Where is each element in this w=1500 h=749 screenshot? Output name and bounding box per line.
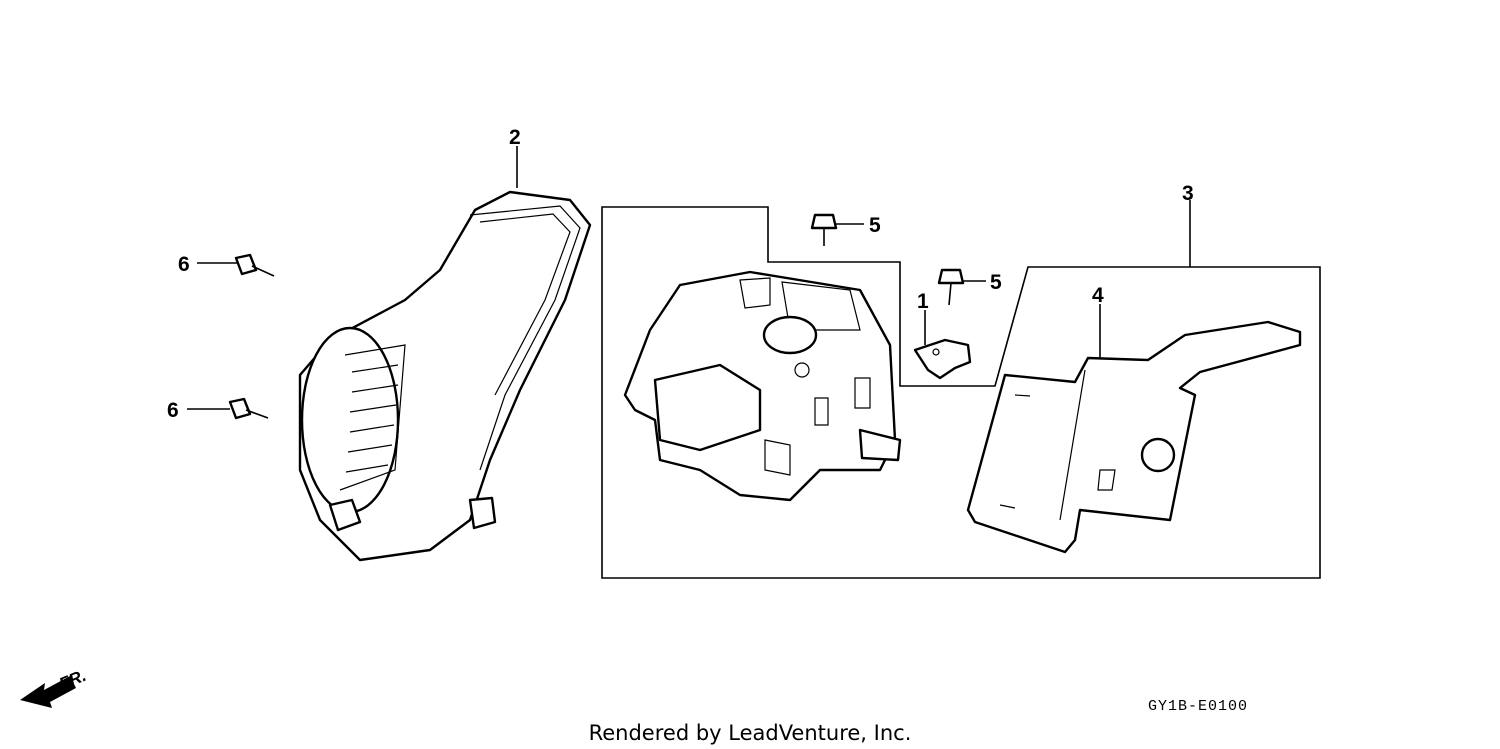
- callout-6b: 6: [167, 399, 179, 422]
- diagram-code: GY1B-E0100: [1148, 698, 1248, 715]
- bolt-part-6b[interactable]: [228, 397, 269, 420]
- shroud-part[interactable]: [623, 270, 902, 502]
- callout-3: 3: [1182, 182, 1194, 205]
- callout-4: 4: [1092, 284, 1104, 307]
- callout-5a: 5: [869, 214, 881, 237]
- fan-cover-part[interactable]: [298, 190, 592, 562]
- bolt-part-5b[interactable]: [937, 268, 965, 306]
- plate-part[interactable]: [966, 320, 1302, 554]
- bolt-part-5a[interactable]: [810, 213, 838, 246]
- front-direction-arrow-icon: [20, 676, 76, 708]
- direction-label: FR.: [56, 666, 89, 694]
- bolt-part-6a[interactable]: [234, 253, 275, 277]
- clip-part[interactable]: [913, 338, 972, 380]
- callout-5b: 5: [990, 271, 1002, 294]
- assembly-group-outline: [601, 206, 1321, 579]
- callout-1: 1: [917, 290, 929, 313]
- footer-text: Rendered by LeadVenture, Inc.: [589, 721, 912, 745]
- callout-2: 2: [509, 126, 521, 149]
- callout-6a: 6: [178, 253, 190, 276]
